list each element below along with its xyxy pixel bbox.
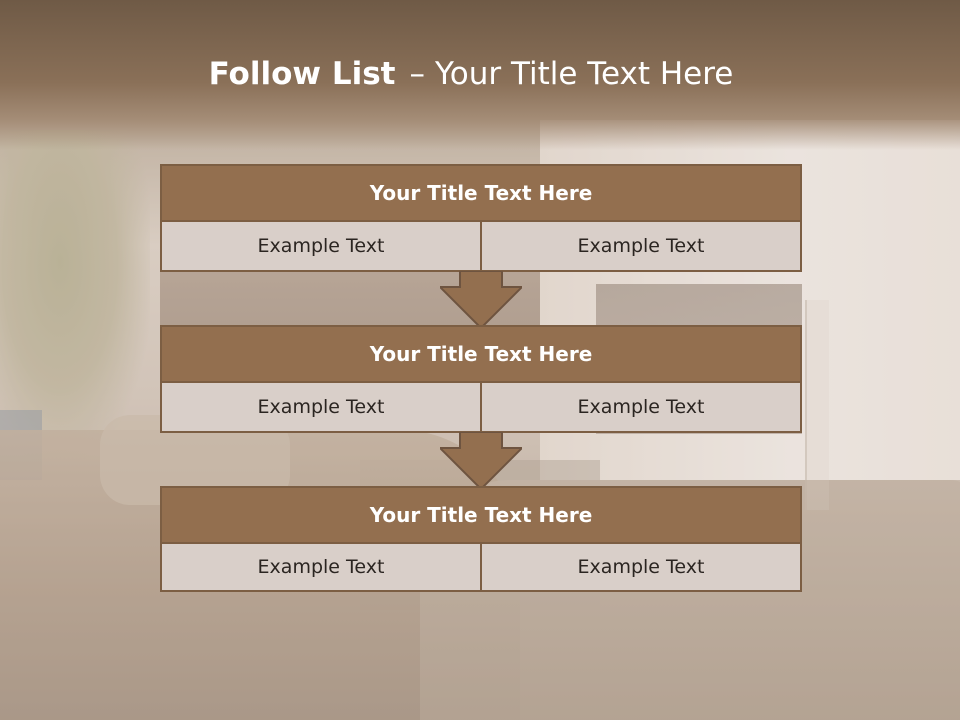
down-arrow-icon — [440, 271, 522, 329]
block-cell-right: Example Text — [482, 383, 802, 433]
block-cell-left: Example Text — [160, 544, 482, 592]
slide-title-rest: Your Title Text Here — [434, 56, 734, 92]
list-block-1: Your Title Text Here Example Text Exampl… — [160, 164, 802, 272]
block-row: Example Text Example Text — [160, 222, 802, 272]
block-title: Your Title Text Here — [160, 486, 802, 544]
list-block-3: Your Title Text Here Example Text Exampl… — [160, 486, 802, 592]
slide-title-bold: Follow List — [208, 56, 396, 92]
block-cell-left: Example Text — [160, 383, 482, 433]
list-block-2: Your Title Text Here Example Text Exampl… — [160, 325, 802, 433]
block-cell-right: Example Text — [482, 222, 802, 272]
down-arrow-icon — [440, 432, 522, 490]
block-row: Example Text Example Text — [160, 383, 802, 433]
block-cell-right: Example Text — [482, 544, 802, 592]
block-title: Your Title Text Here — [160, 164, 802, 222]
slide-title-dash: – — [409, 56, 425, 92]
block-title: Your Title Text Here — [160, 325, 802, 383]
slide-title: Follow List–Your Title Text Here — [0, 56, 942, 92]
block-row: Example Text Example Text — [160, 544, 802, 592]
block-cell-left: Example Text — [160, 222, 482, 272]
